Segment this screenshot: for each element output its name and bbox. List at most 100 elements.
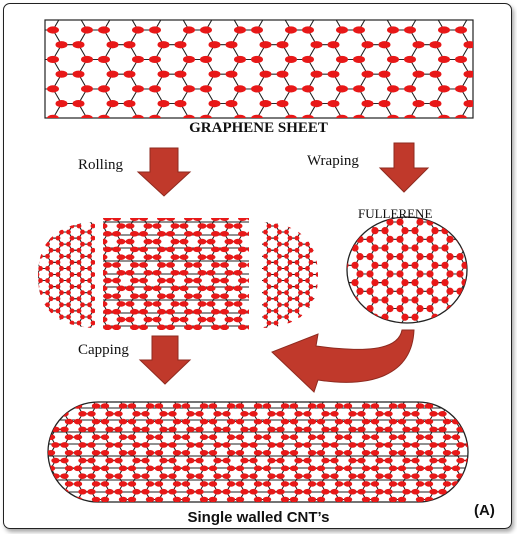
tube-atom: [211, 277, 220, 284]
fullerene-bond: [325, 291, 345, 308]
fullerene-atom: [426, 305, 434, 313]
fullerene-atom: [441, 244, 449, 252]
right-cap-atom: [319, 278, 324, 283]
cnt-atom: [330, 410, 339, 417]
cnt-atom: [240, 442, 249, 448]
tube-atom: [112, 230, 121, 237]
cnt-atom: [199, 403, 209, 409]
right-cap-atom: [305, 241, 310, 247]
left-cap-atom: [48, 259, 54, 265]
cnt-bond: [267, 383, 285, 399]
cnt-atom: [321, 473, 330, 479]
cnt-atom: [78, 426, 87, 433]
fullerene-atom: [456, 270, 464, 278]
right-cap-atom: [284, 241, 289, 247]
tube-atom: [193, 246, 202, 253]
cnt-atom: [182, 388, 190, 394]
right-cap-atom: [298, 314, 303, 320]
right-cap-atom: [288, 211, 293, 216]
fullerene-atom: [371, 192, 378, 199]
fullerene-atom: [456, 201, 463, 208]
cnt-atom: [442, 434, 452, 440]
cnt-atom: [384, 442, 393, 448]
fullerene-atom: [476, 305, 483, 312]
cnt-atom: [343, 403, 353, 409]
graphene-atom: [208, 100, 221, 108]
tube-atom: [206, 269, 216, 276]
curved-return-arrow: [271, 329, 415, 393]
graphene-atom: [98, 144, 110, 151]
cnt-atom: [442, 496, 452, 502]
fullerene-atom: [416, 340, 423, 347]
tube-atom: [179, 238, 189, 245]
left-cap-bond: [46, 222, 63, 227]
cnt-atom: [384, 488, 393, 495]
cnt-atom: [470, 481, 478, 487]
cnt-atom: [208, 496, 218, 502]
cnt-atom: [38, 481, 46, 487]
left-cap-atom: [76, 320, 82, 326]
tube-atom: [139, 246, 148, 253]
right-cap-atom: [246, 272, 251, 277]
graphene-atom: [260, 12, 272, 19]
cnt-atom: [249, 380, 257, 386]
cnt-atom: [276, 395, 284, 401]
cnt-atom: [330, 457, 339, 464]
tube-atom: [103, 238, 108, 245]
cnt-atom: [330, 442, 339, 448]
right-cap-bond: [245, 335, 259, 347]
tube-atom: [117, 332, 126, 338]
cnt-atom: [267, 380, 275, 386]
fullerene-atom: [347, 296, 349, 304]
cnt-atom: [307, 496, 317, 502]
cnt-atom: [276, 410, 285, 417]
right-cap-atom: [309, 211, 314, 216]
cnt-atom: [429, 488, 438, 495]
left-cap-bond: [37, 208, 51, 220]
graphene-atom: [30, 56, 42, 63]
left-cap-atom: [69, 259, 75, 265]
left-cap-atom: [45, 253, 50, 259]
right-cap-atom: [256, 302, 261, 307]
graphene-atom: [353, 0, 365, 4]
right-cap-atom: [298, 266, 303, 271]
cnt-atom: [384, 473, 393, 479]
tube-atom: [144, 332, 153, 338]
cnt-atom: [303, 488, 312, 495]
cnt-atom: [92, 388, 100, 394]
tube-atom: [116, 254, 126, 260]
graphene-bond: [155, 0, 189, 15]
cnt-atom: [470, 403, 478, 409]
cnt-bond: [455, 402, 468, 415]
cnt-atom: [78, 442, 87, 448]
tube-atom: [143, 301, 153, 307]
graphene-atom: [132, 26, 144, 34]
tube-atom: [112, 277, 121, 284]
right-cap-atom: [273, 308, 279, 314]
fullerene-bond: [325, 309, 345, 326]
left-cap-atom: [28, 211, 33, 216]
cnt-atom: [73, 434, 83, 440]
left-cap-atom: [38, 235, 40, 241]
fullerene-atom: [336, 218, 343, 225]
tube-atom: [238, 293, 247, 299]
cnt-atom: [213, 442, 222, 448]
left-cap-atom: [55, 259, 61, 265]
fullerene-atom: [386, 235, 394, 243]
tube-atom: [152, 285, 162, 292]
graphene-atom: [225, 100, 238, 108]
fullerene-atom: [386, 270, 394, 278]
fullerene-atom: [426, 270, 434, 278]
fullerene-atom: [471, 296, 478, 303]
cnt-atom: [290, 388, 298, 394]
cnt-atom: [388, 418, 398, 425]
cnt-atom: [303, 473, 312, 479]
tube-atom: [211, 308, 220, 315]
right-cap-atom: [263, 266, 268, 271]
cnt-atom: [87, 395, 95, 401]
cnt-atom: [307, 434, 317, 440]
fullerene-atom: [321, 244, 328, 251]
cnt-atom: [105, 395, 113, 401]
right-cap-atom: [263, 290, 268, 296]
tube-atom: [233, 301, 243, 307]
